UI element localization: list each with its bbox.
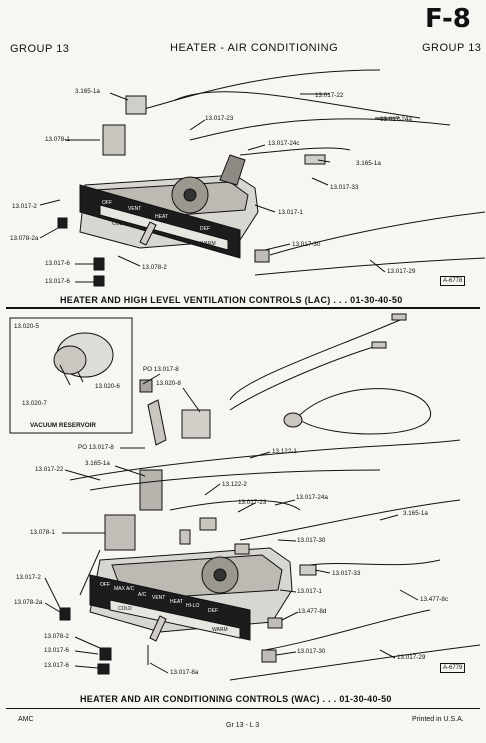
part-label: 13.017-33 <box>330 184 359 191</box>
part-label: PO 13.017-8 <box>78 444 114 451</box>
part-label: 3.165-1a <box>356 160 381 167</box>
panel-text: OFF <box>100 582 110 588</box>
part-label: 13.477-8d <box>298 608 327 615</box>
part-label: 13.017-22 <box>35 466 64 473</box>
panel-text: DEF <box>208 608 218 614</box>
page-id: F-8 <box>425 4 471 34</box>
part-label: 13.017-6 <box>44 647 69 654</box>
panel-text: COLD <box>112 221 126 227</box>
part-label: 13.078-2 <box>142 264 167 271</box>
group-label-right: GROUP 13 <box>422 42 482 54</box>
panel-text: WARM <box>200 241 216 247</box>
panel-text: MAX A/C <box>114 586 135 592</box>
part-label: 13.017-30 <box>297 648 326 655</box>
part-label: 13.017-30 <box>292 241 321 248</box>
part-label: 13.017-24a <box>296 494 328 501</box>
part-label: 13.017-6 <box>45 260 70 267</box>
part-label: 13.017-6 <box>44 662 69 669</box>
panel-text: VENT <box>152 595 166 601</box>
inset-label: 13.020-5 <box>14 323 39 330</box>
footer-center: Gr 13 - L 3 <box>226 722 260 729</box>
part-label: 3.165-1a <box>85 460 110 467</box>
part-label: 13.017-2 <box>16 574 41 581</box>
part-label: 13.017-22 <box>315 92 344 99</box>
figure-id: A-6779 <box>440 663 466 673</box>
panel-text: A/C <box>138 592 147 598</box>
figure-caption: HEATER AND AIR CONDITIONING CONTROLS (WA… <box>80 694 392 704</box>
section-divider <box>6 307 480 309</box>
part-label: 13.020-8 <box>156 380 181 387</box>
part-label: 13.017-33 <box>332 570 361 577</box>
page-title: HEATER - AIR CONDITIONING <box>170 42 339 54</box>
part-label: 13.017-2 <box>12 203 37 210</box>
part-label: 13.078-1 <box>45 136 70 143</box>
part-label: 13.017-29 <box>397 654 426 661</box>
figure-caption: HEATER AND HIGH LEVEL VENTILATION CONTRO… <box>60 295 403 305</box>
part-label: 3.165-1a <box>75 88 100 95</box>
part-label: 13.017-30 <box>297 537 326 544</box>
part-label: 13.017-24a <box>380 116 412 123</box>
panel-text: HI-LO <box>186 603 200 609</box>
part-label: 13.017-29 <box>387 268 416 275</box>
part-label: 13.122-2 <box>222 481 247 488</box>
panel-text: HEAT <box>170 599 183 605</box>
footer-left: AMC <box>18 716 34 723</box>
inset-caption: VACUUM RESERVOIR <box>30 422 96 429</box>
panel-text: OFF <box>102 200 112 206</box>
panel-text: COLD <box>118 606 132 612</box>
part-label: 13.017-23 <box>205 115 234 122</box>
footer-right: Printed in U.S.A. <box>412 716 464 723</box>
part-label: 13.078-2 <box>44 633 69 640</box>
inset-label: 13.020-7 <box>22 400 47 407</box>
footer-divider <box>6 708 480 709</box>
part-label: 3.165-1a <box>403 510 428 517</box>
inset-label: 13.020-6 <box>95 383 120 390</box>
part-label: 13.017-1 <box>297 588 322 595</box>
part-label: 13.017-23 <box>238 499 267 506</box>
part-label: 13.017-8a <box>170 669 199 676</box>
part-label: 13.017-1 <box>278 209 303 216</box>
panel-text: WARM <box>212 627 228 633</box>
part-label: 13.078-2a <box>10 235 39 242</box>
part-label: 13.122-1 <box>272 448 297 455</box>
part-label: 13.078-2a <box>14 599 43 606</box>
part-label: 13.078-1 <box>30 529 55 536</box>
panel-text: HEAT <box>155 214 168 220</box>
part-label: 13.017-24c <box>268 140 300 147</box>
part-label: 13.477-8c <box>420 596 449 603</box>
figure-id: A-6778 <box>440 276 466 286</box>
panel-text: DEF <box>200 226 210 232</box>
panel-text: VENT <box>128 206 142 212</box>
part-label: PO 13.017-8 <box>143 366 179 373</box>
part-label: 13.017-6 <box>45 278 70 285</box>
group-label-left: GROUP 13 <box>10 43 70 55</box>
